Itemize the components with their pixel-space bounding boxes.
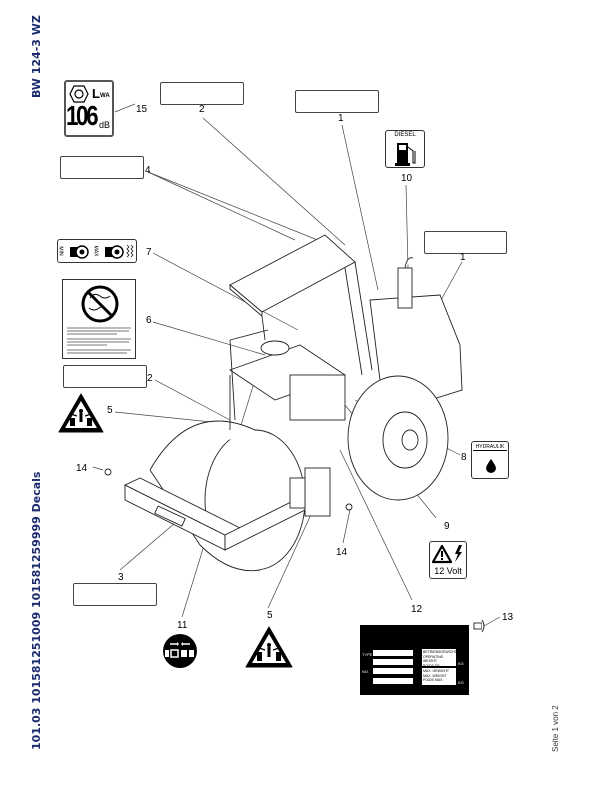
- callout-11: 11: [177, 620, 188, 631]
- max-weight-unit: KG: [458, 680, 464, 685]
- leader-13: [483, 616, 501, 627]
- decal-prohibition-notice: [62, 279, 136, 359]
- callout-5-bottom: 5: [267, 610, 273, 621]
- battery-voltage-label: 12 Volt: [434, 566, 462, 576]
- decal-seatbelt: [163, 634, 197, 668]
- decal-blank-1-right: [424, 231, 507, 254]
- callout-1-right: 1: [460, 252, 466, 263]
- leader-10: [405, 184, 409, 269]
- oil-min-icon: [70, 245, 89, 259]
- leader-6: [152, 321, 266, 356]
- callout-5-left: 5: [107, 405, 113, 416]
- callout-15: 15: [136, 104, 148, 115]
- hydraulic-label: HYDRAULIK: [473, 444, 507, 451]
- callout-13: 13: [502, 612, 514, 623]
- callout-14-right: 14: [336, 547, 348, 558]
- decal-oil-level: MIN MAX: [57, 239, 137, 263]
- decal-crush-warning-left: [58, 393, 104, 433]
- notice-text-lines: [67, 327, 131, 354]
- decal-hydraulic: HYDRAULIK: [471, 441, 509, 479]
- decal-crush-warning-bottom: [245, 626, 293, 668]
- callout-2-top: 2: [199, 104, 205, 115]
- decal-sound-power: L WA 106 dB: [64, 80, 114, 137]
- callout-9: 9: [444, 521, 450, 532]
- operating-weight-unit: KG: [458, 661, 464, 666]
- prohibition-icon: [81, 285, 119, 323]
- callout-10: 10: [401, 173, 413, 184]
- oil-min-label: MIN: [57, 246, 64, 256]
- callout-1-top: 1: [338, 113, 344, 124]
- leader-4b: [147, 171, 331, 246]
- callout-6: 6: [146, 315, 152, 326]
- leader-2-left: [154, 379, 231, 421]
- type-plate-field-1: [373, 650, 413, 656]
- leader-4a: [147, 171, 296, 241]
- oil-max-icon: [105, 245, 124, 259]
- decal-blank-3: [73, 583, 157, 606]
- oil-max-label: MAX: [92, 245, 99, 257]
- leader-3: [119, 522, 176, 571]
- leader-12: [339, 449, 413, 601]
- operating-weight-box: BETRIEBSGEWICHT OPERATING WEIGHT POIDS D…: [422, 649, 457, 672]
- leader-1-top: [341, 124, 379, 291]
- decal-blank-2-left: [63, 365, 147, 388]
- max-weight-en: MAX. WEIGHT: [423, 673, 447, 678]
- callout-8: 8: [461, 452, 467, 463]
- max-weight-fr: POIDS MAX.: [423, 678, 444, 682]
- decal-type-plate: TYPE NO. BETRIEBSGEWICHT OPERATING WEIGH…: [360, 625, 469, 695]
- lwa-subscript: WA: [100, 93, 110, 99]
- decal-battery-12v: 12 Volt: [429, 541, 467, 579]
- operating-weight-de: BETRIEBSGEWICHT: [423, 650, 457, 654]
- electric-warning-icon: [432, 544, 462, 564]
- diesel-label: DIESEL: [394, 132, 416, 138]
- type-plate-no-label: NO.: [362, 669, 370, 674]
- lwa-symbol: L: [92, 86, 100, 101]
- callout-14-left: 14: [76, 463, 88, 474]
- leader-7: [152, 252, 299, 331]
- leader-14-right: [342, 509, 351, 544]
- callout-4: 4: [145, 165, 151, 176]
- decal-blank-1-top: [295, 90, 379, 113]
- type-plate-field-4: [373, 678, 413, 684]
- type-plate-field-2: [373, 659, 413, 665]
- type-plate-type-label: TYPE: [362, 652, 373, 657]
- sound-power-unit: dB: [99, 120, 111, 130]
- max-weight-box: MAX. GEWICHT MAX. WEIGHT POIDS MAX.: [422, 668, 456, 685]
- decal-blank-4: [60, 156, 144, 179]
- callout-12: 12: [411, 604, 423, 615]
- wave-icon: [126, 244, 134, 258]
- operating-weight-en: OPERATING WEIGHT: [423, 654, 444, 664]
- fuel-pump-icon: [395, 143, 416, 166]
- callout-7: 7: [146, 247, 152, 258]
- type-plate-field-3: [373, 668, 413, 674]
- decal-diesel: DIESEL: [385, 130, 425, 168]
- callout-3: 3: [118, 572, 124, 583]
- leader-14-left: [92, 466, 104, 471]
- sound-power-value: 106: [66, 100, 99, 131]
- leader-15: [114, 103, 136, 113]
- decal-blank-2-top: [160, 82, 244, 105]
- oil-drop-icon: [486, 459, 496, 473]
- max-weight-de: MAX. GEWICHT: [423, 669, 450, 673]
- speaker-icon: [69, 85, 89, 103]
- leader-2-top: [202, 117, 346, 246]
- callout-2-left: 2: [147, 373, 153, 384]
